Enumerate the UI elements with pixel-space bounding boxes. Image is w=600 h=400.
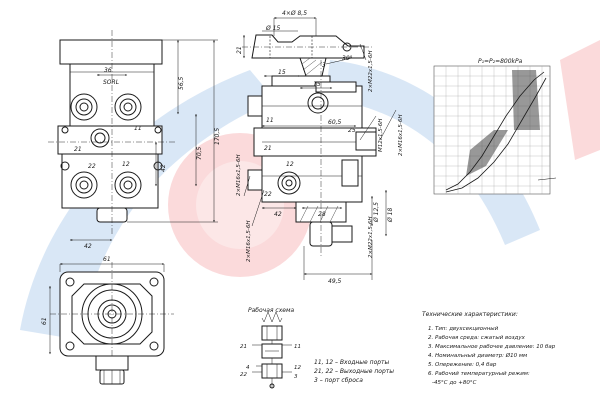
bottom-height-61: 61 [41, 317, 48, 325]
side-dim-42: 42 [274, 211, 282, 218]
front-dim-42-vertical: 42 [160, 164, 167, 172]
side-dim-21: 21 [236, 46, 243, 54]
side-port-22: 22 [264, 191, 272, 198]
side-dim-28: 28 [318, 211, 326, 218]
graph-title: P₁=P₂=800kPa [478, 58, 523, 65]
side-dia-12-5: Ø 12,5 [373, 202, 380, 223]
side-holes-label: 4×Ø 8,5 [282, 10, 307, 17]
side-dim-15-a: 15 [278, 69, 286, 76]
bottom-width-61: 61 [103, 256, 111, 263]
front-dim-42-horizontal: 42 [84, 243, 92, 250]
characteristic-graph [433, 65, 557, 195]
legend-line-3: 3 – порт сброса [314, 377, 363, 384]
side-view [242, 17, 397, 280]
schema-port-22: 22 [240, 372, 247, 378]
side-port-3: 3 [322, 62, 326, 69]
schema-port-21: 21 [240, 344, 247, 350]
schema-port-12: 12 [294, 365, 301, 371]
side-port-21: 21 [264, 145, 272, 152]
schema-port-3: 3 [294, 374, 298, 380]
side-port-12: 12 [286, 161, 294, 168]
side-dia-15: Ø 15 [265, 25, 280, 32]
schema-title: Рабочая схема [248, 307, 294, 314]
pneumatic-schema [252, 311, 292, 389]
side-thread-m16-right: 2×M16x1,5-6H [398, 115, 404, 156]
front-width-dim: 36 [104, 67, 112, 74]
side-thread-m12: M12x1,5-6H [378, 119, 384, 152]
side-thread-m22-top: 2×M22x1,5-6H [368, 51, 374, 92]
front-dim-70-5: 70,5 [196, 146, 203, 160]
legend-line-1: 11, 12 – Входные порты [314, 359, 390, 366]
front-dim-56-5: 56,5 [178, 76, 185, 90]
front-port-22: 22 [88, 163, 96, 170]
front-port-21: 21 [74, 146, 82, 153]
side-dim-15-b: 15 [313, 81, 321, 88]
spec-item-4: 4. Номинальный диаметр: Ø10 мм [428, 352, 527, 359]
front-thread-label: SORL [103, 79, 119, 86]
side-dim-25: 25 [348, 127, 356, 134]
side-dia-18: Ø 18 [387, 208, 394, 223]
bottom-view [49, 262, 174, 385]
side-angle: 30° [342, 55, 353, 62]
spec-item-1: 1. Тип: двухсекционный [428, 326, 499, 332]
side-thread-m22-lower: 2×M22x1,5-6H [368, 217, 374, 258]
schema-port-4: 4 [246, 365, 250, 371]
legend-line-2: 21, 22 – Выходные порты [314, 368, 394, 375]
front-port-11: 11 [134, 125, 142, 132]
spec-item-3: 3. Максимальное рабочее давление: 10 бар [428, 344, 556, 350]
spec-item-6: 6. Рабочий температурный режим: [428, 371, 530, 377]
spec-item-2: 2. Рабочая среда: сжатый воздух [428, 335, 526, 341]
spec-item-6-range: -45°С до +80°С [432, 380, 477, 386]
spec-item-5: 5. Опережение: 0,4 бар [428, 362, 497, 368]
specs-title: Технические характеристики: [422, 311, 518, 318]
side-thread-m16-lower: 2×M16x1,5-6H [246, 221, 252, 262]
side-dim-49-5: 49,5 [328, 278, 342, 285]
side-dim-60-5: 60,5 [328, 119, 342, 126]
side-thread-m16-left: 2×M16x1,5-6H [236, 155, 242, 196]
front-view [48, 30, 218, 241]
side-port-11: 11 [266, 117, 274, 124]
front-port-12: 12 [122, 161, 130, 168]
front-dim-170-5: 170,5 [214, 128, 221, 145]
schema-port-11: 11 [294, 344, 301, 350]
